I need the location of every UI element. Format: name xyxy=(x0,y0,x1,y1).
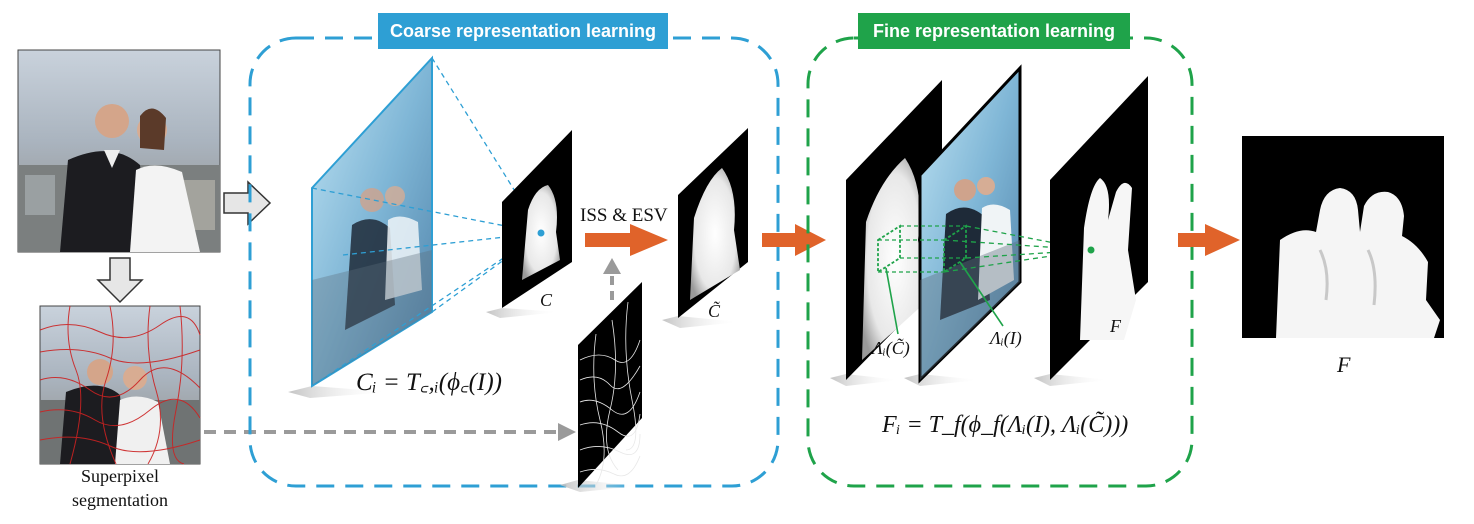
label-lambda-c-tilde: Λᵢ(C̃) xyxy=(872,338,910,358)
input-photo xyxy=(17,49,221,253)
dashed-gray-arrow-superpixel xyxy=(204,423,576,441)
superpixel-label-2: segmentation xyxy=(72,490,168,510)
refined-map-C-tilde xyxy=(662,128,748,328)
orange-arrow-iss xyxy=(585,224,668,256)
gray-arrow-right xyxy=(223,180,272,226)
label-F-output: F xyxy=(1337,352,1351,377)
coarse-title: Coarse representation learning xyxy=(378,13,668,49)
iss-esv-label: ISS & ESV xyxy=(580,205,668,226)
label-C: C xyxy=(540,290,553,310)
orange-arrow-to-output xyxy=(1178,224,1240,256)
superpixel-label-1: Superpixel xyxy=(81,466,159,486)
green-patches xyxy=(877,224,1092,335)
fine-map-F xyxy=(1034,76,1148,386)
superpixel-photo xyxy=(39,305,201,465)
equation-coarse: Cᵢ = T꜀,ᵢ(ϕ꜀(I)) xyxy=(356,369,502,396)
label-F-fine: F xyxy=(1110,316,1121,336)
fine-title: Fine representation learning xyxy=(858,13,1130,49)
gray-arrow-down xyxy=(96,257,144,304)
equation-fine: Fᵢ = T_f(ϕ_f(Λᵢ(I), Λᵢ(C̃))) xyxy=(882,412,1129,438)
coarse-map-C xyxy=(486,130,572,318)
orange-arrow-to-fine xyxy=(762,224,826,256)
label-C-tilde: C̃ xyxy=(708,301,721,321)
label-lambda-I: Λᵢ(I) xyxy=(990,328,1022,348)
fine-input-C-tilde xyxy=(830,80,942,386)
output-map-F xyxy=(1242,136,1444,338)
edge-map xyxy=(560,282,642,492)
dashed-gray-arrow-up xyxy=(603,258,621,300)
input-plane xyxy=(288,55,433,398)
fine-input-image xyxy=(904,64,1022,386)
